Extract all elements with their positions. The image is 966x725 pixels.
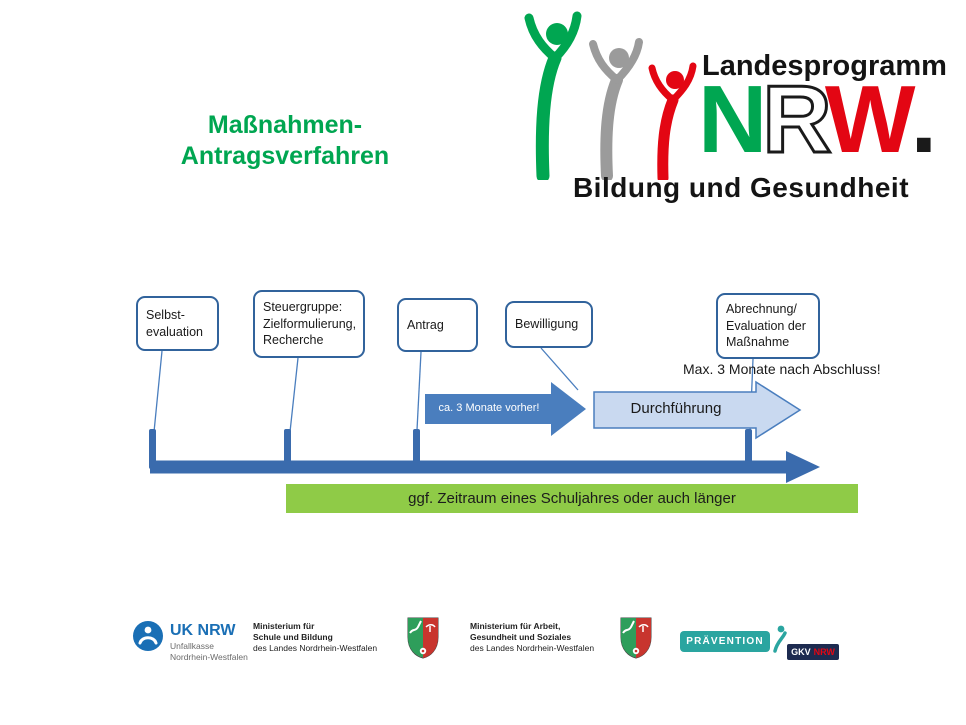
praevention-badge: PRÄVENTION	[680, 631, 770, 652]
nrw-letter-r: R	[761, 66, 832, 173]
callout-abrechnung: Abrechnung/ Evaluation der Maßnahme	[716, 293, 820, 359]
schoolyear-bar: ggf. Zeitraum eines Schuljahres oder auc…	[286, 484, 858, 513]
timeline-ticks	[149, 429, 752, 469]
callout-steuergruppe: Steuergruppe: Zielformulierung, Recherch…	[253, 290, 365, 358]
page-title-line: Maßnahmen-	[207, 111, 363, 139]
uk-nrw-subtitle: Unfallkasse Nordrhein-Westfalen	[170, 641, 248, 663]
callout-text-line: Evaluation der	[726, 318, 806, 333]
uk-nrw-subtitle-line: Unfallkasse	[170, 641, 214, 651]
callout-text-line: Maßnahme	[726, 335, 790, 350]
callout-selbstevaluation: Selbst- evaluation	[136, 296, 219, 351]
gkv-label: GKV	[791, 647, 811, 657]
deadline-note: Max. 3 Monate nach Abschluss!	[683, 361, 881, 377]
nrw-letter-n: N	[698, 66, 767, 173]
timeline-arrow	[150, 451, 820, 483]
page-title-line: Antragsverfahren	[180, 142, 390, 171]
callout-bewilligung: Bewilligung	[505, 301, 593, 348]
callout-text-line: Steuergruppe:	[263, 300, 343, 315]
praevention-label: PRÄVENTION	[686, 636, 764, 647]
uk-nrw-icon	[133, 621, 163, 651]
schoolyear-bar-label: ggf. Zeitraum eines Schuljahres oder auc…	[408, 490, 736, 507]
nrw-coat-of-arms-icon	[407, 617, 439, 659]
duration-arrow-label: Durchführung	[630, 400, 722, 417]
ministry-text-line: des Landes Nordrhein-Westfalen	[470, 643, 595, 654]
ministry-text-line: Schule und Bildung	[253, 632, 333, 643]
gkv-nrw-label: NRW	[813, 647, 835, 657]
nrw-letter-w: W	[824, 66, 916, 173]
page-title: Maßnahmen- Antragsverfahren	[135, 110, 435, 173]
callout-text-line: evaluation	[146, 324, 203, 339]
ministry-text-line: Gesundheit und Soziales	[470, 632, 572, 643]
callout-text-line: Abrechnung/	[726, 302, 797, 317]
callout-tails	[153, 347, 754, 433]
callout-antrag: Antrag	[397, 298, 478, 352]
uk-nrw-subtitle-line: Nordrhein-Westfalen	[170, 652, 248, 663]
ministry-text-line: Ministerium für	[253, 621, 315, 631]
callout-text-line: Zielformulierung,	[263, 316, 357, 331]
ministry-text-line: Ministerium für Arbeit,	[470, 621, 561, 631]
bug-figures-icon	[524, 11, 697, 180]
nrw-coat-of-arms-icon	[620, 617, 652, 659]
gkv-nrw-badge: GKV NRW	[787, 644, 839, 660]
callout-text-line: Selbst-	[146, 308, 185, 322]
ministry-health-text: Ministerium für Arbeit, Gesundheit und S…	[470, 621, 615, 655]
uk-nrw-wordmark: UK NRW	[170, 622, 236, 639]
nrw-dot: .	[910, 66, 938, 173]
logo-subtitle: Bildung und Gesundheit	[572, 172, 910, 203]
logo-program-text: Landesprogramm	[702, 50, 947, 82]
callout-text-line: Antrag	[407, 317, 444, 332]
logo-nrw-wordmark: NRW.	[698, 70, 937, 169]
callout-text-line: Recherche	[263, 333, 324, 348]
ministry-school-text: Ministerium für Schule und Bildung des L…	[253, 621, 398, 655]
ministry-text-line: des Landes Nordrhein-Westfalen	[253, 643, 378, 654]
lead-time-arrow-label: ca. 3 Monate vorher!	[438, 402, 540, 414]
callout-text-line: Bewilligung	[515, 317, 579, 332]
